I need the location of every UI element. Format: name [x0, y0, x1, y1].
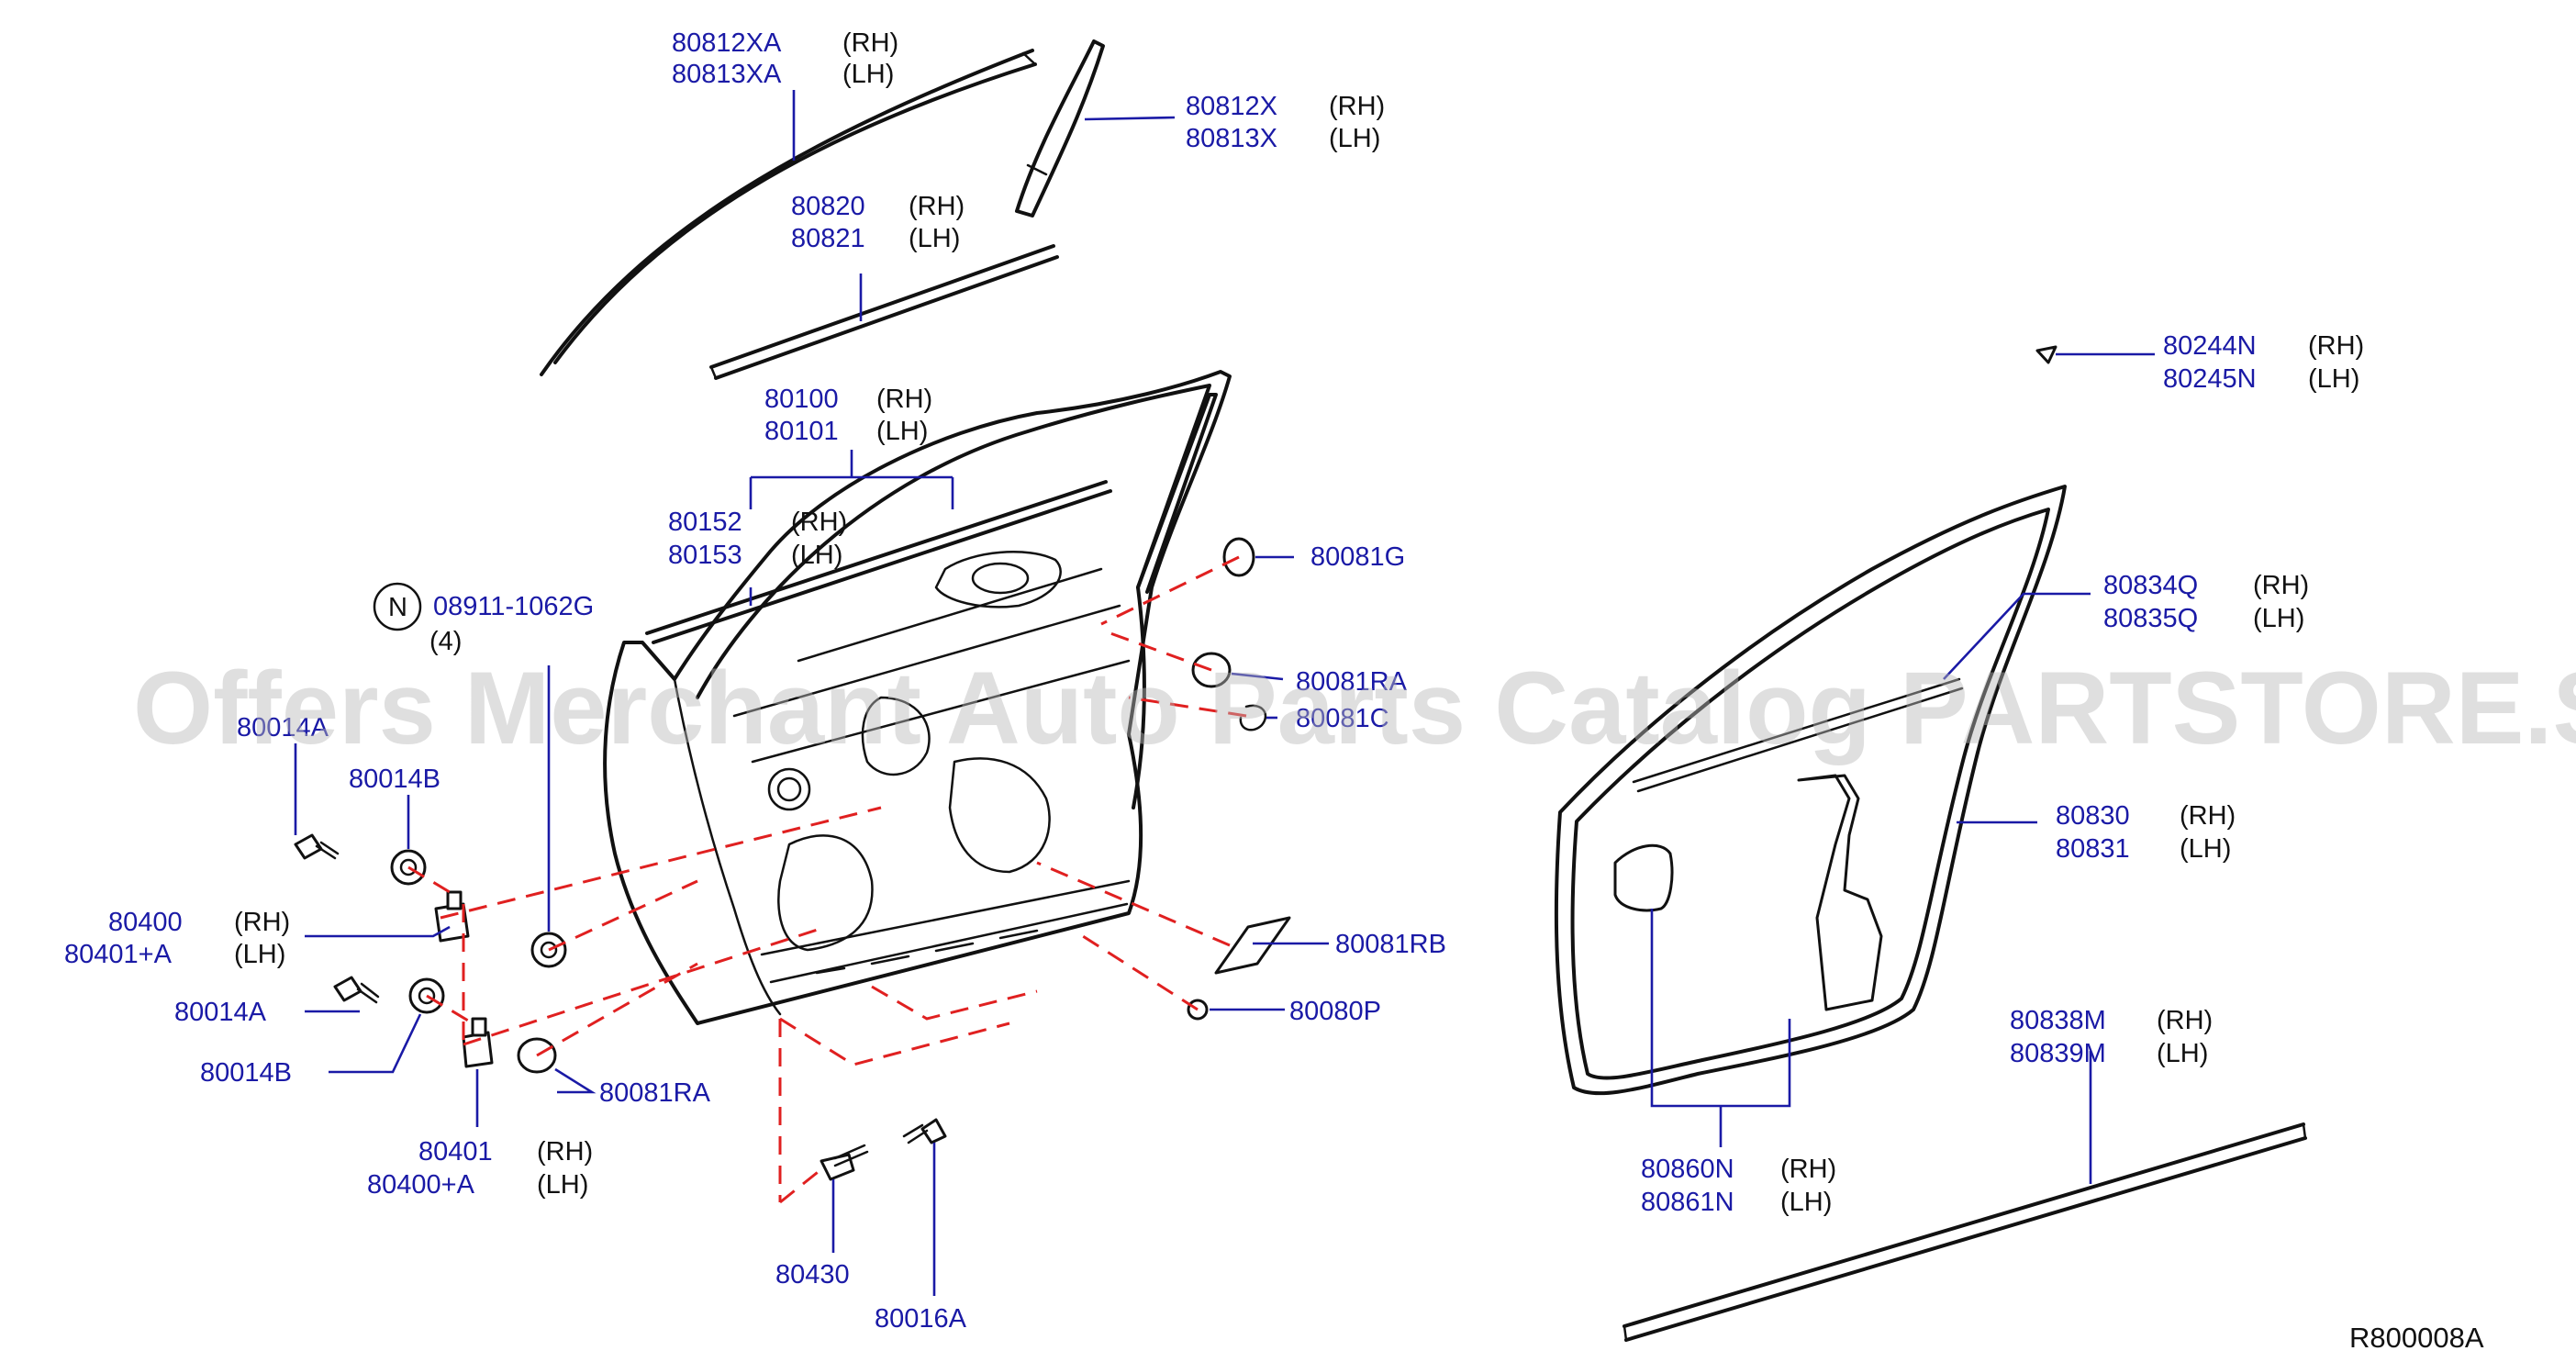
- callout-qty-08911-1062g: (4): [429, 627, 462, 656]
- sealing-screen-drawing: [1613, 774, 1883, 1011]
- note-n-badge: N: [373, 582, 422, 631]
- svg-text:N: N: [388, 593, 407, 622]
- callout-part-80080p: 80080P: [1289, 997, 1381, 1026]
- callout-part-80813x: 80813X: [1186, 124, 1277, 153]
- callout-part-80401: 80401: [418, 1137, 493, 1167]
- callout-side-80813x: (LH): [1329, 124, 1380, 153]
- callout-side-80812xa: (RH): [842, 28, 898, 58]
- callout-side-80100: (RH): [876, 385, 932, 414]
- callout-side-80813xa: (LH): [842, 60, 894, 89]
- callout-part-80812x: 80812X: [1186, 92, 1277, 121]
- callout-part-80831: 80831: [2056, 834, 2130, 864]
- callout-part-80081ra-lower: 80081RA: [599, 1078, 711, 1108]
- callout-part-80821: 80821: [791, 224, 865, 253]
- callout-part-80401a: 80401+A: [64, 940, 173, 969]
- callout-side-80153: (LH): [791, 541, 842, 570]
- callout-side-80860n: (RH): [1780, 1155, 1836, 1184]
- lower-hinge-drawing: [462, 1017, 494, 1068]
- callout-part-80100: 80100: [764, 385, 839, 414]
- callout-part-80014b-lower: 80014B: [200, 1058, 292, 1088]
- callout-side-80838m: (RH): [2157, 1006, 2213, 1035]
- callout-part-08911-1062g: 08911-1062G: [433, 592, 594, 621]
- sash-molding-drawing: [540, 49, 1037, 376]
- callout-side-80830: (RH): [2180, 801, 2236, 831]
- clip-80081c: [1239, 704, 1267, 731]
- callout-part-80244n: 80244N: [2163, 331, 2257, 361]
- diagram-code: R800008A: [2349, 1322, 2484, 1354]
- callout-part-80014b-upper: 80014B: [349, 765, 440, 794]
- callout-part-80081rb: 80081RB: [1335, 930, 1446, 959]
- upper-hinge-drawing: [434, 890, 470, 943]
- clip-80244n-drawing: [2035, 345, 2057, 364]
- callout-part-80245n: 80245N: [2163, 364, 2257, 394]
- callout-part-80400a: 80400+A: [367, 1170, 475, 1200]
- weatherstrip-drawing: [1554, 485, 2067, 1096]
- callout-part-80835q: 80835Q: [2103, 604, 2198, 633]
- callout-part-80081ra-upper: 80081RA: [1296, 667, 1408, 697]
- callout-side-80834q: (RH): [2253, 571, 2309, 600]
- bolt-80016a-drawing: [902, 1118, 947, 1144]
- watermark-text: Offers Merchant Auto Parts Catalog PARTS…: [133, 651, 2576, 765]
- callout-part-80813xa: 80813XA: [672, 60, 782, 89]
- callout-part-80400: 80400: [108, 908, 183, 937]
- callout-side-80861n: (LH): [1780, 1188, 1832, 1217]
- callout-side-80831: (LH): [2180, 834, 2231, 864]
- pad-80081rb: [1214, 916, 1291, 975]
- callout-side-80245n: (LH): [2308, 364, 2359, 394]
- callout-side-80400: (RH): [234, 908, 290, 937]
- callout-side-80401a: (LH): [234, 940, 285, 969]
- callout-part-80812xa: 80812XA: [672, 28, 782, 58]
- callout-side-80244n: (RH): [2308, 331, 2364, 361]
- leader-lines: [294, 90, 2155, 1296]
- callout-part-80430: 80430: [775, 1260, 850, 1289]
- callout-part-80830: 80830: [2056, 801, 2130, 831]
- callout-part-80101: 80101: [764, 417, 839, 446]
- callout-side-80152: (RH): [791, 508, 847, 537]
- callout-part-80839m: 80839M: [2010, 1039, 2106, 1068]
- front-door-panel-drawing: [603, 370, 1232, 1025]
- callout-side-80835q: (LH): [2253, 604, 2304, 633]
- belt-molding-drawing: [709, 244, 1059, 380]
- callout-part-80152: 80152: [668, 508, 742, 537]
- callout-part-80834q: 80834Q: [2103, 571, 2198, 600]
- callout-side-80401: (RH): [537, 1137, 593, 1167]
- callout-part-80014a-upper: 80014A: [237, 713, 329, 742]
- callout-side-80101: (LH): [876, 417, 928, 446]
- callout-side-80839m: (LH): [2157, 1039, 2208, 1068]
- corner-molding-drawing: [1015, 39, 1105, 218]
- callout-part-80081c: 80081C: [1296, 704, 1389, 733]
- assembly-dashed-lines: [407, 555, 1247, 1204]
- callout-part-80860n: 80860N: [1641, 1155, 1734, 1184]
- callout-part-80861n: 80861N: [1641, 1188, 1734, 1217]
- callout-side-80812x: (RH): [1329, 92, 1385, 121]
- callout-side-80821: (LH): [909, 224, 960, 253]
- callout-part-80820: 80820: [791, 192, 865, 221]
- callout-part-80016a: 80016A: [875, 1304, 967, 1334]
- callout-part-80838m: 80838M: [2010, 1006, 2106, 1035]
- callout-side-80400a: (LH): [537, 1170, 588, 1200]
- sill-molding-drawing: [1623, 1122, 2307, 1342]
- bolt-80014a-upper: [294, 833, 340, 860]
- door-check-drawing: [820, 1144, 869, 1181]
- bolt-80014a-lower: [333, 976, 380, 1004]
- callout-part-80081g: 80081G: [1310, 542, 1405, 572]
- callout-side-80820: (RH): [909, 192, 965, 221]
- callout-part-80153: 80153: [668, 541, 742, 570]
- callout-part-80014a-lower: 80014A: [174, 998, 267, 1027]
